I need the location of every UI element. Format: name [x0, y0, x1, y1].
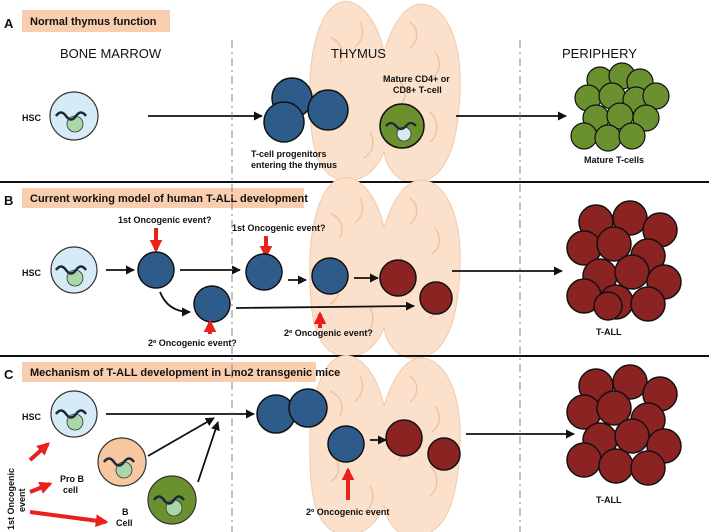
column-thymus: THYMUS	[331, 46, 386, 61]
cell-b6	[419, 281, 453, 315]
pro-b-cell	[97, 437, 147, 487]
column-bone-marrow: BONE MARROW	[60, 46, 162, 61]
panel-c-header-box	[22, 362, 316, 382]
first-event-vertical-label: 1st Oncogenic event	[6, 468, 27, 530]
red-arrow-c1	[28, 442, 50, 462]
cell-b4	[311, 257, 349, 295]
hsc-label-c: HSC	[22, 412, 42, 422]
cell-c2	[385, 419, 423, 457]
arrow-c2	[147, 417, 215, 457]
cell-b5	[379, 259, 417, 297]
arrow-b5	[235, 301, 415, 311]
pro-b-label-line1: Pro B	[60, 474, 85, 484]
panel-c-letter: C	[4, 367, 14, 382]
mature-t-cells-cluster	[570, 62, 670, 152]
mature-cell-a	[379, 103, 425, 149]
progenitors-label-line2: entering the thymus	[251, 160, 337, 170]
cell-b2	[193, 285, 231, 323]
cell-c1	[327, 425, 365, 463]
red-arrow-c2	[29, 481, 53, 494]
mature-t-cells-label: Mature T-cells	[584, 155, 644, 165]
b-cell-label-line2: Cell	[116, 518, 133, 528]
panel-b-letter: B	[4, 193, 13, 208]
panel-a-letter: A	[4, 16, 14, 31]
t-all-label-b: T-ALL	[596, 327, 622, 337]
first-event-label-2: 1st Oncogenic event?	[232, 223, 326, 233]
hsc-cell-b	[50, 246, 98, 294]
first-event-label-line2: event	[17, 488, 27, 512]
red-arrow-c3	[29, 510, 109, 528]
mature-label-line1: Mature CD4+ or	[383, 74, 450, 84]
panel-b-header-box	[22, 188, 304, 208]
cell-b1	[137, 251, 175, 289]
progenitor-cells-c	[256, 388, 328, 434]
progenitors-label-line1: T-cell progenitors	[251, 149, 327, 159]
hsc-cell-a	[49, 91, 99, 141]
cell-c3	[427, 437, 461, 471]
b-cell-label-line1: B	[122, 507, 129, 517]
arrow-b-branch	[159, 291, 191, 317]
first-event-label-line1: 1st Oncogenic	[6, 468, 16, 530]
pro-b-label-line2: cell	[63, 485, 78, 495]
first-event-label-1: 1st Oncogenic event?	[118, 215, 212, 225]
panel-a: Normal thymus function A BONE MARROW THY…	[4, 0, 670, 184]
panel-b-header: Current working model of human T-ALL dev…	[30, 193, 308, 205]
t-all-cluster-c	[566, 364, 682, 486]
b-cell	[147, 475, 197, 525]
panel-c-header: Mechanism of T-ALL development in Lmo2 t…	[30, 367, 340, 379]
mature-label-line2: CD8+ T-cell	[393, 85, 442, 95]
second-event-label-2: 2º Oncogenic event?	[284, 328, 373, 338]
panel-b: Current working model of human T-ALL dev…	[4, 176, 682, 360]
progenitor-cells-a	[263, 77, 349, 143]
panel-a-header: Normal thymus function	[30, 16, 157, 28]
hsc-label-b: HSC	[22, 268, 42, 278]
hsc-cell-c	[50, 390, 98, 438]
t-all-label-c: T-ALL	[596, 495, 622, 505]
second-event-label-c: 2º Oncogenic event	[306, 507, 389, 517]
second-event-label-1: 2º Oncogenic event?	[148, 338, 237, 348]
t-all-cluster-b	[566, 200, 682, 322]
panel-c: Mechanism of T-ALL development in Lmo2 t…	[4, 354, 682, 532]
hsc-label-a: HSC	[22, 113, 42, 123]
panel-a-header-box	[22, 10, 170, 32]
arrow-c3	[197, 421, 220, 483]
cell-b3	[245, 253, 283, 291]
column-periphery: PERIPHERY	[562, 46, 637, 61]
